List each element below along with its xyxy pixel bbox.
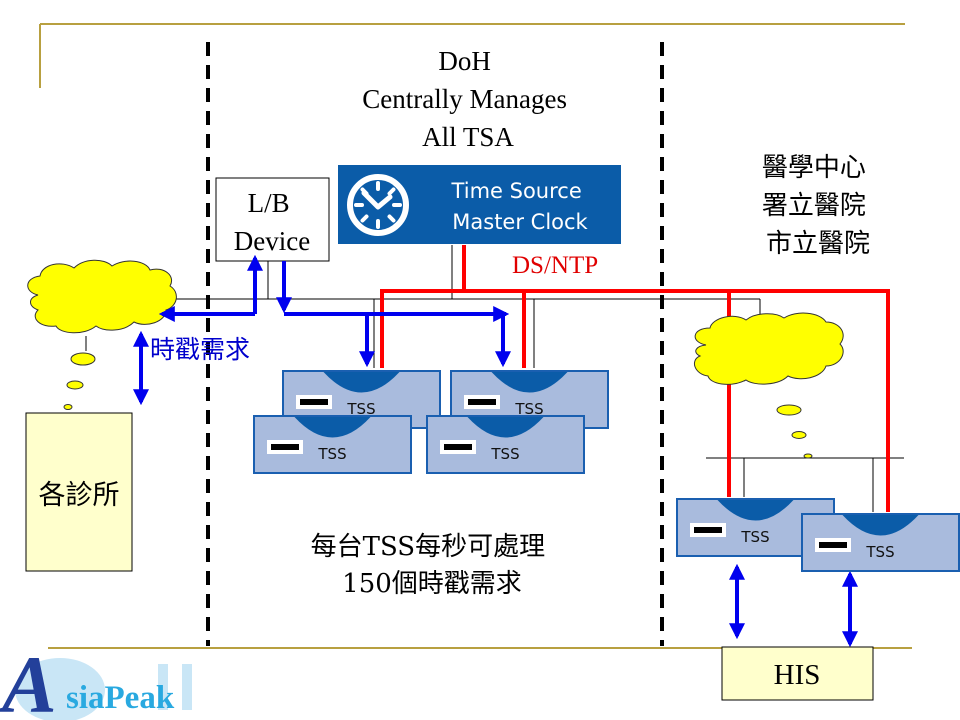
header-title-line: Centrally Manages bbox=[362, 84, 567, 114]
request-arrows bbox=[133, 254, 858, 648]
capacity-note: 每台TSS每秒可處理 150個時戳需求 bbox=[311, 532, 554, 599]
master-clock-line: Master Clock bbox=[452, 210, 588, 234]
thought-bubble bbox=[70, 352, 96, 366]
tss-notch-icon bbox=[717, 500, 794, 521]
central-tss-group: TSS TSS TSS TSS bbox=[253, 370, 609, 474]
request-label: 時戳需求 bbox=[150, 335, 250, 364]
tss-label: TSS bbox=[317, 445, 346, 463]
ntp-distribution-line bbox=[380, 289, 890, 512]
tss-slot-bar bbox=[819, 542, 847, 548]
capacity-note-line: 150個時戳需求 bbox=[342, 569, 522, 599]
master-clock[interactable]: Time Source Master Clock bbox=[338, 165, 621, 244]
master-clock-line: Time Source bbox=[451, 179, 582, 203]
tss-slot-bar bbox=[468, 399, 496, 405]
network-lines bbox=[175, 245, 904, 512]
lb-device-box[interactable] bbox=[215, 177, 330, 262]
tss-server[interactable]: TSS bbox=[426, 415, 585, 474]
tss-server[interactable]: TSS bbox=[253, 415, 412, 474]
cloud-icon bbox=[693, 312, 844, 385]
tss-notch-icon bbox=[842, 515, 919, 536]
lb-device-line: Device bbox=[234, 226, 310, 256]
tss-notch-icon bbox=[467, 417, 544, 438]
logo-text: siaPeak bbox=[66, 680, 175, 716]
tss-slot-bar bbox=[694, 527, 722, 533]
hospital-group-line: 市立醫院 bbox=[766, 229, 870, 259]
tss-slot-bar bbox=[300, 399, 328, 405]
his-box-label: HIS bbox=[774, 659, 821, 691]
tss-label: TSS bbox=[490, 445, 519, 463]
his-box[interactable]: HIS bbox=[721, 646, 874, 701]
clinic-box[interactable]: 各診所 bbox=[25, 412, 133, 572]
hospital-group-line: 醫學中心 bbox=[762, 153, 866, 183]
thought-bubble bbox=[803, 453, 813, 459]
header-title-line: DoH bbox=[438, 46, 491, 76]
clinic-box-label: 各診所 bbox=[39, 480, 120, 511]
hospital-cloud bbox=[693, 312, 844, 459]
lb-device-line: L/B bbox=[248, 188, 290, 218]
tss-server[interactable]: TSS bbox=[801, 513, 960, 572]
thought-bubble bbox=[791, 431, 807, 439]
thought-bubble bbox=[63, 404, 73, 410]
master-clock-label: Time Source Master Clock bbox=[451, 179, 589, 234]
tss-slot-bar bbox=[271, 444, 299, 450]
lb-device[interactable]: L/B Device bbox=[215, 177, 330, 262]
header-title-line: All TSA bbox=[422, 122, 514, 152]
tss-notch-icon bbox=[491, 372, 568, 393]
clock-icon bbox=[347, 174, 409, 236]
logo-initial: A bbox=[0, 639, 57, 720]
thought-bubble bbox=[66, 380, 84, 390]
tss-notch-icon bbox=[294, 417, 371, 438]
logo-bar bbox=[182, 664, 192, 710]
tss-slot-bar bbox=[444, 444, 472, 450]
lb-device-label: L/B Device bbox=[234, 188, 310, 256]
asiapeak-logo: A siaPeak bbox=[0, 639, 192, 720]
cloud-icon bbox=[27, 259, 177, 334]
tss-label: TSS bbox=[740, 528, 769, 546]
tss-label: TSS bbox=[346, 400, 375, 418]
tss-server[interactable]: TSS bbox=[450, 370, 609, 429]
logo-background bbox=[15, 658, 105, 720]
tss-label: TSS bbox=[514, 400, 543, 418]
tss-notch-icon bbox=[323, 372, 400, 393]
hospital-group-title: 醫學中心 署立醫院 市立醫院 bbox=[762, 153, 874, 259]
hospital-tss-group: TSS TSS bbox=[676, 498, 960, 572]
capacity-note-line: 每台TSS每秒可處理 bbox=[311, 532, 546, 562]
clinic-cloud bbox=[27, 259, 177, 410]
clinic-box-rect[interactable] bbox=[25, 412, 133, 572]
logo-bar bbox=[158, 664, 168, 710]
header-title: DoH Centrally Manages All TSA bbox=[362, 46, 573, 152]
hospital-group-line: 署立醫院 bbox=[762, 191, 866, 221]
his-box-rect[interactable] bbox=[721, 646, 874, 701]
thought-bubble bbox=[776, 404, 802, 416]
protocol-label: DS/NTP bbox=[512, 252, 598, 279]
tss-label: TSS bbox=[865, 543, 894, 561]
